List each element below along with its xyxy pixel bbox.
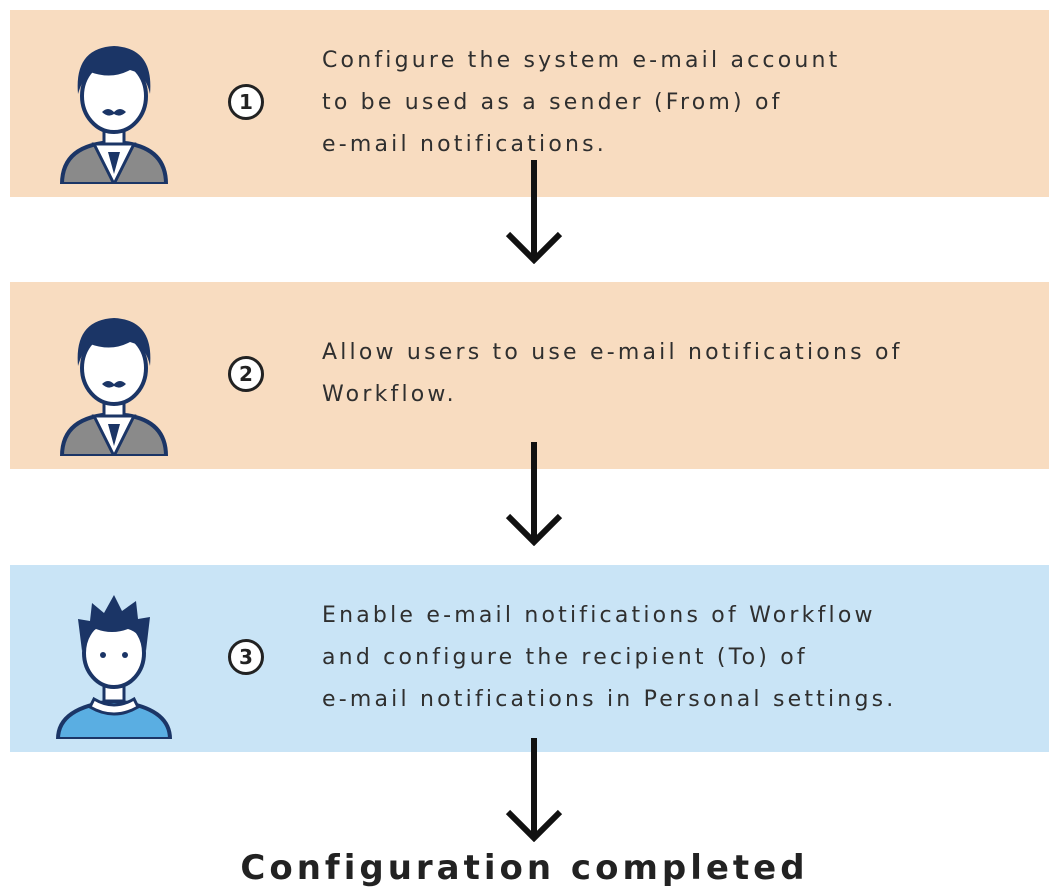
step-number-badge: 3 — [228, 639, 264, 675]
down-arrow-icon — [505, 738, 563, 842]
configuration-completed-label: Configuration completed — [240, 848, 809, 888]
text-line: and configure the recipient (To) of — [322, 645, 808, 670]
text-line: Enable e-mail notifications of Workflow — [322, 603, 876, 628]
text-line: Workflow. — [322, 382, 457, 407]
step-1-panel: 1 Configure the system e-mail account to… — [10, 10, 1049, 197]
text-line: Allow users to use e-mail notifications … — [322, 340, 903, 365]
text-line: e-mail notifications. — [322, 132, 607, 157]
down-arrow-icon — [505, 160, 563, 264]
down-arrow-icon — [505, 442, 563, 546]
text-line: e-mail notifications in Personal setting… — [322, 687, 897, 712]
step-1-description: Configure the system e-mail account to b… — [322, 40, 1042, 166]
admin-avatar-icon — [59, 46, 169, 184]
step-3-description: Enable e-mail notifications of Workflow … — [322, 595, 1042, 721]
step-number-badge: 2 — [228, 356, 264, 392]
step-3-panel: 3 Enable e-mail notifications of Workflo… — [10, 565, 1049, 752]
user-avatar-icon — [55, 595, 173, 739]
step-number-badge: 1 — [228, 84, 264, 120]
admin-avatar-icon — [59, 318, 169, 456]
text-line: to be used as a sender (From) of — [322, 90, 783, 115]
text-line: Configure the system e-mail account — [322, 48, 841, 73]
step-2-description: Allow users to use e-mail notifications … — [322, 332, 1042, 416]
step-2-panel: 2 Allow users to use e-mail notification… — [10, 282, 1049, 469]
